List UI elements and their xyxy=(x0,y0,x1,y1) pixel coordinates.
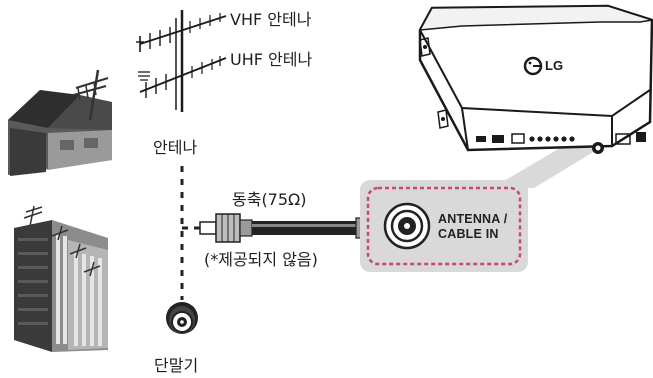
uhf-antenna-label: UHF 안테나 xyxy=(230,50,313,69)
terminal-label: 단말기 xyxy=(154,356,199,375)
vhf-antenna-label: VHF 안테나 xyxy=(230,10,312,29)
house-icon xyxy=(8,69,112,176)
antenna-cable-in-port xyxy=(383,202,431,250)
port-label: ANTENNA / CABLE IN xyxy=(438,212,507,242)
apartment-building-icon xyxy=(14,205,108,352)
coaxial-cable-icon xyxy=(199,211,389,245)
coax-label: 동축(75Ω) xyxy=(232,190,307,209)
not-supplied-label: (*제공되지 않음) xyxy=(204,250,318,269)
wall-terminal-icon xyxy=(166,302,198,334)
antenna-icon xyxy=(136,10,227,112)
antenna-label: 안테나 xyxy=(153,138,198,157)
lg-device-box-icon xyxy=(418,4,653,154)
port-label-line2: CABLE IN xyxy=(438,227,499,241)
port-label-line1: ANTENNA / xyxy=(438,212,508,226)
port-callout-panel xyxy=(360,180,528,272)
lg-logo-text: LG xyxy=(545,58,564,73)
